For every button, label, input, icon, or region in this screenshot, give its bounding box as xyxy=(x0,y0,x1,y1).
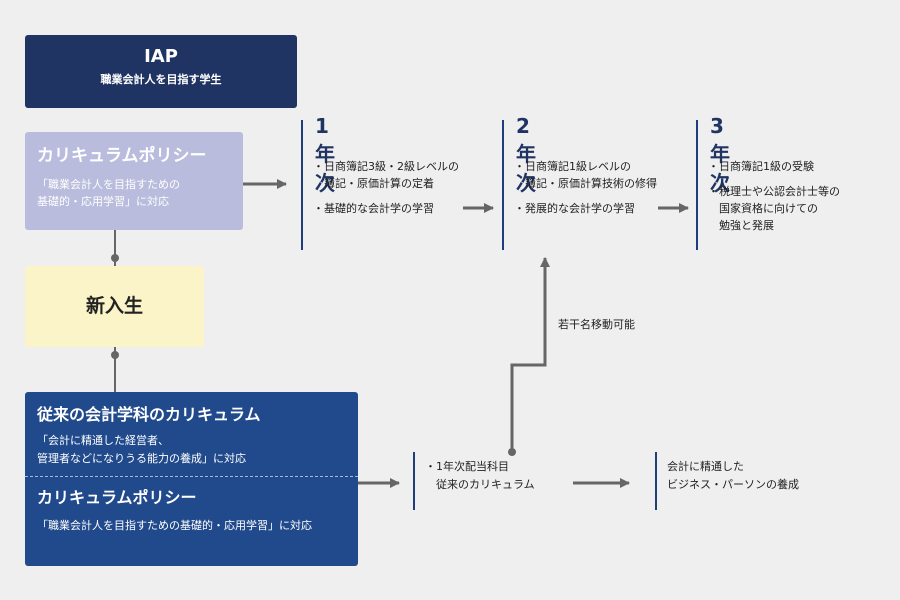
legacy-year-column: ・1年次配当科目 従来のカリキュラム xyxy=(413,452,535,510)
policy-title: カリキュラムポリシー xyxy=(37,146,207,166)
year1-item-2: ・基礎的な会計学の学習 xyxy=(313,202,434,215)
year2-items: ・日商簿記1級レベルの 簿記・原価計算技術の修得 ・発展的な会計学の学習 xyxy=(514,158,657,225)
year3-item-1: ・日商簿記1級の受験 xyxy=(708,160,814,173)
policy-desc-line1: 「職業会計人を目指すための xyxy=(37,178,180,191)
year1-items: ・日商簿記3級・2級レベルの 簿記・原価計算の定着 ・基礎的な会計学の学習 xyxy=(313,158,459,225)
transfer-label: 若干名移動可能 xyxy=(558,318,635,331)
transfer-path xyxy=(510,257,550,452)
year1-item: ・日商簿記3級・2級レベルの 簿記・原価計算の定着 xyxy=(313,158,459,192)
year3-items: ・日商簿記1級の受験 ・税理士や公認会計士等の 国家資格に向けての 勉強と発展 xyxy=(708,158,840,242)
legacy-policy-desc: 「職業会計人を目指すための基礎的・応用学習」に対応 xyxy=(37,519,312,532)
legacy-desc-line1: 「会計に精通した経営者、 xyxy=(37,434,169,447)
legacy-title: 従来の会計学科のカリキュラム xyxy=(37,405,261,424)
dashed-divider xyxy=(25,476,358,477)
year3-column: 3年次 ・日商簿記1級の受験 ・税理士や公認会計士等の 国家資格に向けての 勉強… xyxy=(696,114,840,250)
legacy-year-line2: 従来のカリキュラム xyxy=(425,478,535,491)
legacy-desc: 「会計に精通した経営者、 管理者などになりうる能力の養成」に対応 xyxy=(37,432,346,468)
year3-item: ・税理士や公認会計士等の 国家資格に向けての 勉強と発展 xyxy=(708,183,840,234)
year1-label: 1年次 xyxy=(315,114,335,195)
iap-subtitle: 職業会計人を目指す学生 xyxy=(100,73,222,86)
year2-label: 2年次 xyxy=(516,114,536,195)
legacy-policy-title: カリキュラムポリシー xyxy=(37,488,197,507)
policy-desc-line2: 基礎的・応用学習」に対応 xyxy=(37,195,169,208)
goal-text: 会計に精通した ビジネス・パーソンの養成 xyxy=(667,458,799,494)
year1-item-1-line2: 簿記・原価計算の定着 xyxy=(313,177,434,190)
year1-column: 1年次 ・日商簿記3級・2級レベルの 簿記・原価計算の定着 ・基礎的な会計学の学… xyxy=(301,114,459,250)
legacy-year-text: ・1年次配当科目 従来のカリキュラム xyxy=(425,458,535,494)
year3-item-2-line3: 勉強と発展 xyxy=(708,219,774,232)
new-student-box: 新入生 xyxy=(25,266,204,347)
year3-item-2-line1: ・税理士や公認会計士等の xyxy=(708,185,840,198)
year2-item-1-line2: 簿記・原価計算技術の修得 xyxy=(514,177,657,190)
year2-item-2: ・発展的な会計学の学習 xyxy=(514,202,635,215)
goal-line1: 会計に精通した xyxy=(667,460,744,473)
year3-item: ・日商簿記1級の受験 xyxy=(708,158,840,175)
goal-column: 会計に精通した ビジネス・パーソンの養成 xyxy=(655,452,799,510)
legacy-curriculum-box: 従来の会計学科のカリキュラム 「会計に精通した経営者、 管理者などになりうる能力… xyxy=(25,392,358,566)
legacy-desc-line2: 管理者などになりうる能力の養成」に対応 xyxy=(37,452,246,465)
iap-box: IAP 職業会計人を目指す学生 xyxy=(25,35,297,108)
goal-line2: ビジネス・パーソンの養成 xyxy=(667,478,799,491)
curriculum-policy-box: カリキュラムポリシー 「職業会計人を目指すための 基礎的・応用学習」に対応 xyxy=(25,132,243,230)
year2-item: ・発展的な会計学の学習 xyxy=(514,200,657,217)
year2-item-1-line1: ・日商簿記1級レベルの xyxy=(514,160,631,173)
year1-item-1-line1: ・日商簿記3級・2級レベルの xyxy=(313,160,459,173)
year3-label: 3年次 xyxy=(710,114,730,195)
iap-title: IAP xyxy=(144,46,178,67)
policy-desc: 「職業会計人を目指すための 基礎的・応用学習」に対応 xyxy=(37,176,231,210)
year1-item: ・基礎的な会計学の学習 xyxy=(313,200,459,217)
year3-item-2-line2: 国家資格に向けての xyxy=(708,202,818,215)
year2-column: 2年次 ・日商簿記1級レベルの 簿記・原価計算技術の修得 ・発展的な会計学の学習 xyxy=(502,114,657,250)
legacy-year-line1: ・1年次配当科目 xyxy=(425,460,509,473)
year2-item: ・日商簿記1級レベルの 簿記・原価計算技術の修得 xyxy=(514,158,657,192)
